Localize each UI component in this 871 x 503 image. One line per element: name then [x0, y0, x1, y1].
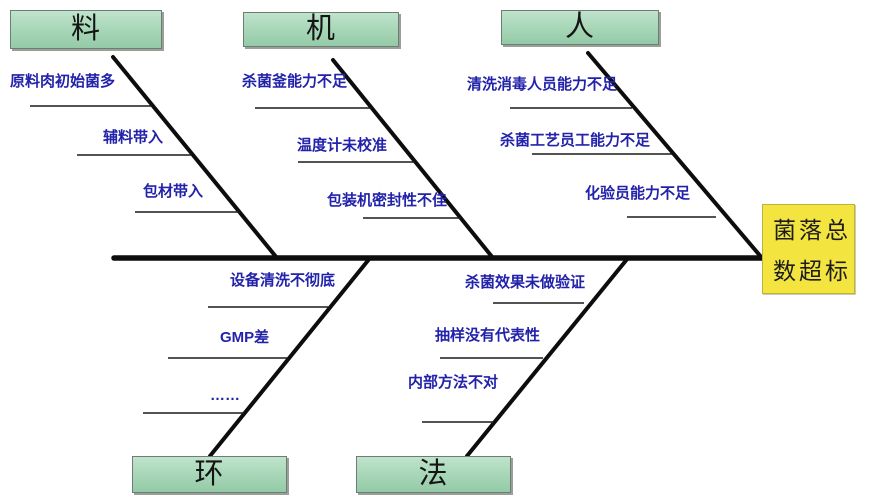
category-box-machine: 机 [243, 12, 399, 47]
cause-label-method-1: 杀菌效果未做验证 [465, 274, 586, 291]
category-label-environment: 环 [194, 458, 225, 490]
category-box-material: 料 [10, 10, 162, 49]
effect-box: 菌落总数超标 [762, 204, 855, 294]
cause-label-environment-2: GMP差 [220, 329, 270, 346]
category-box-person: 人 [501, 10, 659, 45]
branch-line-fa [465, 256, 630, 458]
cause-label-machine-1: 杀菌釜能力不足 [242, 73, 348, 90]
branch-line-liao [111, 55, 279, 260]
category-box-environment: 环 [132, 456, 287, 493]
effect-label: 菌落总数超标 [773, 217, 851, 284]
branch-line-ji [331, 58, 495, 260]
cause-label-method-3: 内部方法不对 [408, 374, 499, 391]
cause-label-material-2: 辅料带入 [103, 129, 164, 146]
category-box-method: 法 [356, 456, 511, 493]
branch-line-ren [586, 51, 764, 260]
category-label-method: 法 [418, 458, 449, 490]
cause-label-method-2: 抽样没有代表性 [435, 327, 541, 344]
cause-label-machine-2: 温度计未校准 [297, 137, 388, 154]
cause-label-person-2: 杀菌工艺员工能力不足 [500, 132, 651, 149]
category-label-machine: 机 [305, 13, 336, 45]
cause-label-material-1: 原料肉初始菌多 [10, 73, 116, 90]
cause-label-person-3: 化验员能力不足 [585, 185, 691, 202]
cause-label-environment-3: …… [210, 387, 240, 404]
category-label-material: 料 [70, 13, 101, 45]
cause-label-material-3: 包材带入 [143, 183, 204, 200]
cause-label-person-1: 清洗消毒人员能力不足 [467, 76, 618, 93]
branch-line-huan [208, 256, 372, 458]
cause-label-environment-1: 设备清洗不彻底 [230, 272, 336, 289]
cause-label-machine-3: 包装机密封性不佳 [327, 192, 448, 209]
category-label-person: 人 [564, 11, 595, 43]
